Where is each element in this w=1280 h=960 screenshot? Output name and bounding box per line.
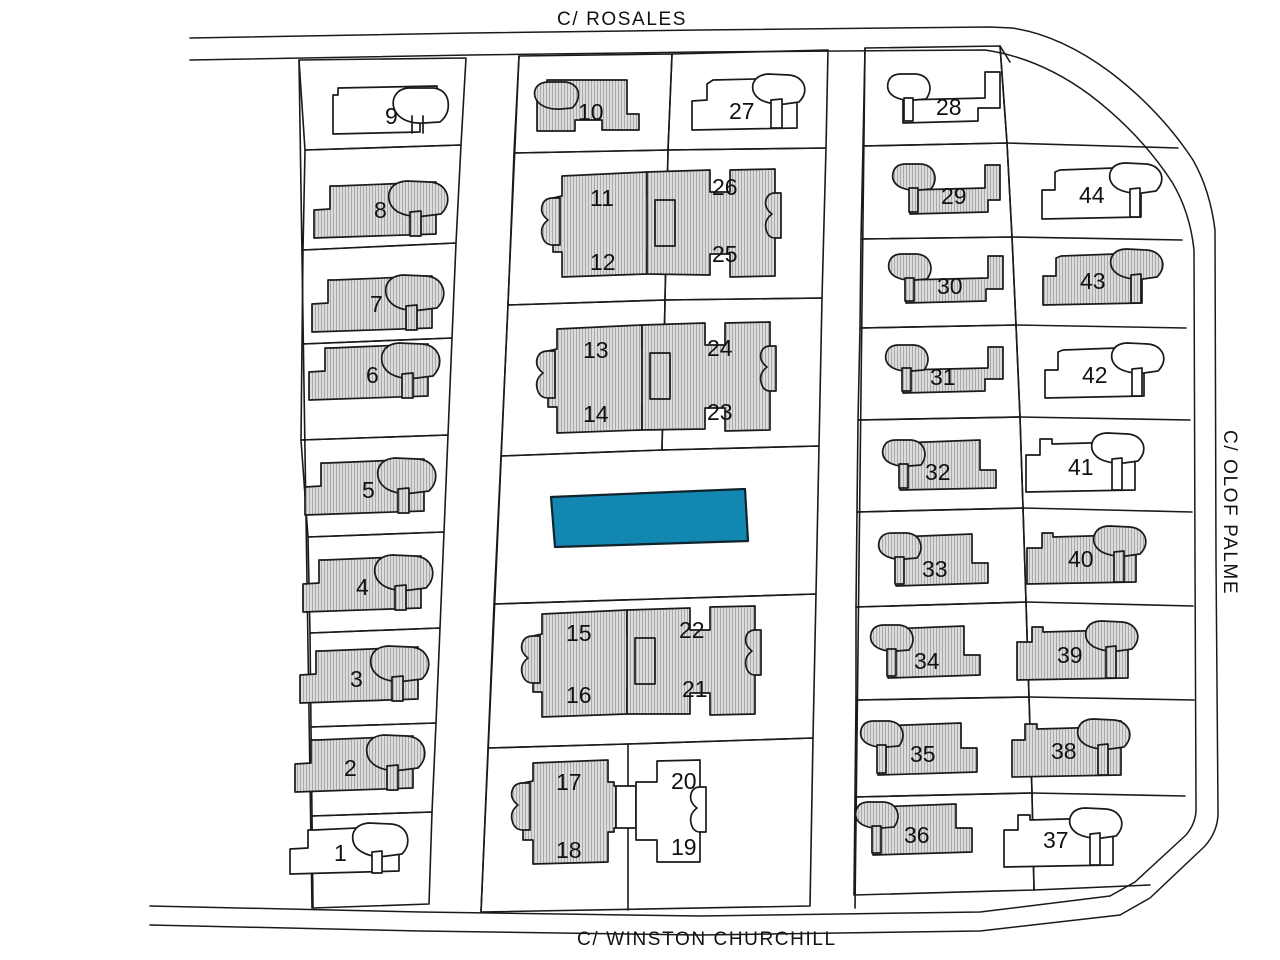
building-plot-41[interactable] (1025, 432, 1145, 493)
plot-number-34: 34 (914, 648, 940, 674)
plot-number-7: 7 (370, 291, 383, 317)
building-block-19-20[interactable] (615, 759, 707, 863)
plot-number-37: 37 (1043, 827, 1069, 853)
plot-number-9: 9 (385, 103, 398, 129)
plot-number-28: 28 (936, 94, 962, 120)
building-plot-37[interactable] (1003, 807, 1123, 868)
street-label-olof-palme: C/ OLOF PALME (1219, 430, 1240, 595)
plot-number-41: 41 (1068, 454, 1094, 480)
building-block-17-18[interactable] (510, 759, 617, 865)
building-plot-31[interactable] (884, 344, 1004, 394)
building-plot-29[interactable] (891, 163, 1001, 215)
building-plot-8[interactable] (313, 180, 449, 239)
plot-number-44: 44 (1079, 182, 1105, 208)
plot-number-26: 26 (712, 174, 738, 200)
plot-number-14: 14 (583, 401, 609, 427)
plot-number-31: 31 (930, 364, 956, 390)
plot-number-36: 36 (904, 822, 930, 848)
building-block-15-16-21-22[interactable] (520, 605, 762, 718)
building-plot-30[interactable] (887, 253, 1004, 304)
plot-number-5: 5 (362, 477, 375, 503)
plot-number-25: 25 (712, 241, 738, 267)
building-block-13-14-23-24[interactable] (535, 321, 777, 434)
plot-number-3: 3 (350, 666, 363, 692)
plot-number-33: 33 (922, 556, 948, 582)
plot-number-32: 32 (925, 459, 951, 485)
highlighted-parcel[interactable] (549, 487, 750, 549)
building-plot-43[interactable] (1042, 248, 1164, 306)
plot-number-8: 8 (374, 197, 387, 223)
building-plot-33[interactable] (877, 532, 989, 587)
building-plot-28[interactable] (886, 71, 1001, 124)
plot-number-43: 43 (1080, 268, 1106, 294)
building-plot-39[interactable] (1016, 620, 1139, 681)
plot-number-19: 19 (671, 834, 697, 860)
building-plot-5[interactable] (304, 457, 437, 516)
building-plot-3[interactable] (299, 645, 430, 704)
plot-number-2: 2 (344, 755, 357, 781)
building-plot-40[interactable] (1026, 525, 1147, 585)
street-label-rosales: C/ ROSALES (557, 9, 687, 30)
building-plot-10[interactable] (533, 79, 640, 132)
plot-number-39: 39 (1057, 642, 1083, 668)
plot-number-35: 35 (910, 741, 936, 767)
plot-number-12: 12 (590, 249, 616, 275)
plot-number-20: 20 (671, 768, 697, 794)
building-plot-7[interactable] (311, 274, 445, 333)
plot-number-40: 40 (1068, 546, 1094, 572)
building-plot-2[interactable] (294, 734, 426, 793)
plot-number-38: 38 (1051, 738, 1077, 764)
building-plot-38[interactable] (1011, 718, 1131, 778)
building-plot-44[interactable] (1041, 162, 1163, 220)
building-block-11-12-25-26[interactable] (540, 168, 782, 278)
building-plot-32[interactable] (881, 439, 997, 491)
building-plot-9[interactable] (332, 85, 450, 135)
plot-number-18: 18 (556, 837, 582, 863)
plot-number-17: 17 (556, 769, 582, 795)
plot-number-13: 13 (583, 337, 609, 363)
building-plot-42[interactable] (1044, 342, 1165, 399)
plot-number-10: 10 (578, 99, 604, 125)
plot-number-27: 27 (729, 98, 755, 124)
street-label-winston-churchill: C/ WINSTON CHURCHILL (577, 929, 837, 950)
plot-number-4: 4 (356, 574, 369, 600)
plot-number-30: 30 (937, 273, 963, 299)
plot-number-42: 42 (1082, 362, 1108, 388)
building-plot-1[interactable] (289, 822, 409, 875)
plot-number-11: 11 (590, 185, 614, 211)
plot-number-21: 21 (682, 676, 708, 702)
road-network (149, 26, 1219, 936)
plot-number-6: 6 (366, 362, 379, 388)
plot-number-16: 16 (566, 682, 592, 708)
building-plot-6[interactable] (308, 342, 441, 401)
plot-number-1: 1 (334, 840, 347, 866)
plot-number-22: 22 (679, 617, 705, 643)
building-plot-27[interactable] (691, 73, 806, 131)
plot-number-29: 29 (941, 183, 967, 209)
plot-number-15: 15 (566, 620, 592, 646)
plot-number-24: 24 (707, 335, 733, 361)
building-plot-35[interactable] (859, 720, 978, 776)
building-plot-34[interactable] (869, 624, 981, 679)
building-plot-4[interactable] (302, 554, 434, 613)
building-plot-36[interactable] (854, 801, 973, 856)
plot-number-23: 23 (707, 399, 733, 425)
